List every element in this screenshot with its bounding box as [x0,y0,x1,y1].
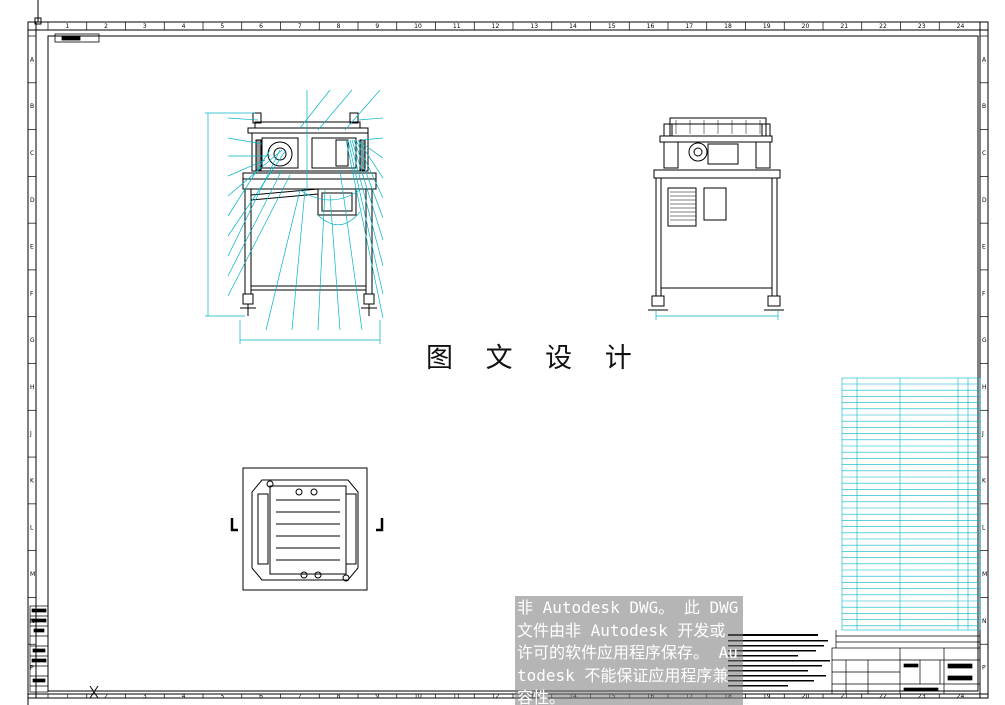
zone-number: 22 [879,23,887,30]
zone-letter: K [982,477,987,484]
zone-number: 11 [453,23,461,30]
technical-notes [728,634,830,687]
zone-number: 18 [724,23,732,30]
zone-letter: E [30,244,34,251]
section-markers [230,518,384,532]
zone-letter: G [982,337,987,344]
title-block [831,630,981,695]
zone-letter: H [982,384,987,391]
zone-letter: K [30,477,35,484]
left-side-table [29,605,49,693]
zone-letter: E [982,244,986,251]
zone-number: 9 [375,693,379,700]
zone-number: 5 [220,693,224,700]
zone-number: 2 [104,23,108,30]
side-view-dimension [655,310,779,320]
zone-letter: B [982,103,986,110]
zone-letter: P [30,665,34,672]
zone-number: 4 [182,23,186,30]
zone-number: 3 [143,23,147,30]
zone-letter: D [982,197,987,204]
zone-letter: J [981,431,984,438]
zone-letter: H [30,384,35,391]
front-view [240,112,377,316]
zone-number: 21 [840,23,848,30]
zone-letter: B [30,103,34,110]
zone-number: 19 [763,23,771,30]
zone-number: 12 [492,23,500,30]
zone-letter: J [29,431,32,438]
front-view-dimensions [205,89,384,344]
zone-number: 24 [957,693,965,700]
plan-view [242,467,368,591]
zone-number: 21 [840,693,848,700]
zone-number: 23 [918,693,926,700]
zone-number: 10 [414,693,422,700]
zone-letter: C [982,150,986,157]
sheet-border [27,0,989,705]
zone-letter: D [30,197,35,204]
zone-number: 2 [104,693,108,700]
zone-number: 14 [569,23,577,30]
zone-number: 23 [918,23,926,30]
zone-number: 7 [298,693,302,700]
zone-number: 20 [802,23,810,30]
zone-number: 1 [65,23,69,30]
zone-letter: N [982,618,987,625]
zone-number: 6 [259,23,263,30]
zone-letter: L [30,524,34,531]
side-view [648,117,784,311]
parts-list-table [841,377,981,631]
zone-letter: M [30,571,35,578]
dwg-watermark: 非 Autodesk DWG。 此 DWG 文件由非 Autodesk 开发或许… [515,596,743,705]
zone-number: 7 [298,23,302,30]
zone-number: 11 [453,693,461,700]
left-zone-ticks [28,35,988,645]
top-zone-ticks [47,22,940,698]
drawing-center-title: 图 文 设 计 [426,343,644,374]
zone-number: 6 [259,693,263,700]
zone-letter: M [982,571,987,578]
zone-number: 8 [337,23,341,30]
zone-letter: G [30,337,35,344]
zone-letter: F [982,290,986,297]
zone-number: 8 [337,693,341,700]
zone-number: 19 [763,693,771,700]
zone-number: 10 [414,23,422,30]
zone-letter: L [982,524,986,531]
zone-number: 12 [492,693,500,700]
zone-number: 22 [879,693,887,700]
side-view-details [670,120,761,221]
zone-number: 1 [65,693,69,700]
zone-letter: C [30,150,34,157]
zone-number: 4 [182,693,186,700]
zone-number: 15 [608,23,616,30]
zone-number: 16 [647,23,655,30]
zone-letter: P [982,665,986,672]
corner-stamp [54,33,100,43]
zone-number: 17 [685,23,693,30]
zone-letter: F [30,290,34,297]
zone-number: 3 [143,693,147,700]
zone-number: 13 [530,23,538,30]
zone-letter: A [30,56,35,63]
zone-number: 24 [957,23,965,30]
zone-letter: A [982,56,987,63]
zone-number: 9 [375,23,379,30]
zone-number: 5 [220,23,224,30]
zone-number: 20 [802,693,810,700]
